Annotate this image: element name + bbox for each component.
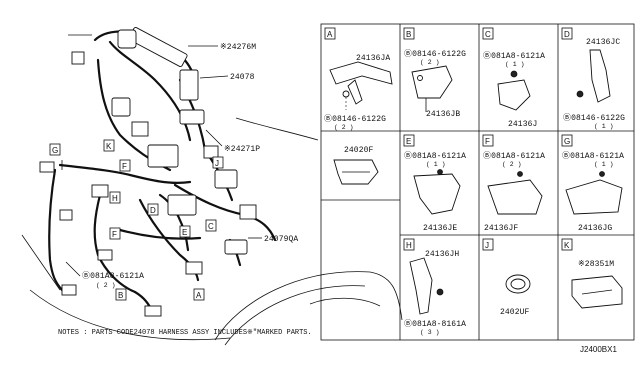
panel-a-bolt: Ⓑ08146-6122G [324, 114, 386, 124]
letter-box-g: G [49, 143, 61, 156]
panel-e-qty: ( 1 ) [426, 161, 446, 168]
panel-h-letter: H [406, 241, 412, 250]
svg-text:K: K [106, 142, 112, 151]
callout-24276m: ※24276M [220, 43, 256, 52]
panel-h-bolt: Ⓑ081A8-8161A [404, 319, 466, 329]
panel-b-bolt: Ⓑ08146-6122G [404, 49, 466, 59]
svg-text:J: J [215, 159, 219, 168]
svg-text:H: H [112, 194, 118, 203]
callout-24078: 24078 [230, 73, 255, 82]
panel-f: F Ⓑ081A8-6121A ( 2 ) 24136JF [482, 134, 545, 233]
panel-j-letter: J [485, 241, 489, 250]
panel-b-qty: ( 2 ) [420, 59, 440, 66]
panel-d-bolt: Ⓑ08146-6122G [563, 113, 625, 123]
panel-b: B Ⓑ08146-6122G ( 2 ) 24136JB [403, 27, 466, 119]
panel-c-bolt: Ⓑ081A8-6121A [483, 51, 545, 61]
panel-d-part: 24136JC [586, 38, 620, 47]
panel-d-qty: ( 1 ) [594, 123, 614, 130]
panel-c: C Ⓑ081A8-6121A ( 1 ) 24136J [482, 27, 545, 129]
panel-c-qty: ( 1 ) [505, 61, 525, 68]
panel-a: A 24136JA Ⓑ08146-6122G ( 2 ) [324, 27, 393, 131]
panel-f-letter: F [485, 137, 490, 146]
callout-bolt-qty: ( 2 ) [96, 282, 116, 289]
letter-box-k: K [103, 139, 115, 152]
panel-h: H 24136JH Ⓑ081A8-8161A ( 3 ) [403, 238, 466, 336]
callout-24271p: ※24271P [224, 145, 260, 154]
diagram-code: J2400BX1 [580, 345, 617, 354]
panel-f-qty: ( 2 ) [502, 161, 522, 168]
panel-e: E Ⓑ081A8-6121A ( 1 ) 24136JE [403, 134, 466, 233]
panel-a-letter: A [327, 30, 333, 39]
letter-box-d: D [147, 203, 159, 216]
panel-g-bolt: Ⓑ081A8-6121A [562, 151, 624, 161]
letter-box-e: E [179, 225, 191, 238]
panel-k-part: ※28351M [578, 260, 614, 269]
panel-g: G Ⓑ081A8-6121A ( 1 ) 24136JG [561, 134, 624, 233]
letter-box-f2: F [109, 227, 121, 240]
panel-g-qty: ( 1 ) [594, 161, 614, 168]
detail-panels-grid: A 24136JA Ⓑ08146-6122G ( 2 ) 24020F B Ⓑ0… [320, 23, 635, 341]
panel-f-part: 24136JF [484, 224, 518, 233]
letter-box-f: F [119, 159, 131, 172]
panel-g-letter: G [564, 137, 570, 146]
panel-b-letter: B [406, 30, 411, 39]
panel-g-part: 24136JG [578, 224, 612, 233]
panel-e-bolt: Ⓑ081A8-6121A [404, 151, 466, 161]
svg-text:F: F [122, 162, 127, 171]
panel-k: K ※28351M [561, 238, 623, 309]
panel-d-letter: D [564, 30, 570, 39]
svg-text:F: F [112, 230, 117, 239]
panel-j: J 2402UF [482, 238, 531, 317]
panel-a-part: 24136JA [356, 54, 390, 63]
panel-c-letter: C [485, 30, 491, 39]
svg-text:G: G [52, 146, 58, 155]
letter-box-j: J [212, 156, 224, 169]
panel-a-qty: ( 2 ) [334, 124, 354, 131]
panel-h-qty: ( 3 ) [420, 329, 440, 336]
main-harness-view: ※24276M 24078 ※24271P 24079QA Ⓑ081A8-612… [21, 26, 403, 346]
svg-text:B: B [118, 291, 123, 300]
panel-c-part: 24136J [508, 120, 537, 129]
panel-24020f-part: 24020F [344, 146, 374, 155]
letter-box-b: B [115, 288, 127, 301]
panel-j-part: 2402UF [500, 308, 530, 317]
svg-text:D: D [150, 206, 156, 215]
panel-e-letter: E [406, 137, 411, 146]
callout-bolt: Ⓑ081A8-6121A [82, 271, 144, 281]
panel-f-bolt: Ⓑ081A8-6121A [483, 151, 545, 161]
panel-k-letter: K [564, 241, 570, 250]
letter-box-a: A [193, 288, 205, 301]
notes-text: NOTES : PARTS CODE24078 HARNESS ASSY INC… [58, 329, 312, 337]
svg-text:A: A [196, 291, 202, 300]
letter-box-h: H [109, 191, 121, 204]
panel-24020f: 24020F [333, 146, 379, 185]
callout-24079qa: 24079QA [264, 235, 298, 244]
panel-e-part: 24136JE [423, 224, 457, 233]
letter-box-c: C [205, 219, 217, 232]
panel-h-part: 24136JH [425, 250, 459, 259]
svg-text:C: C [208, 222, 214, 231]
panel-b-part: 24136JB [426, 110, 460, 119]
panel-d: D 24136JC Ⓑ08146-6122G ( 1 ) [561, 27, 625, 130]
svg-text:E: E [182, 228, 187, 237]
